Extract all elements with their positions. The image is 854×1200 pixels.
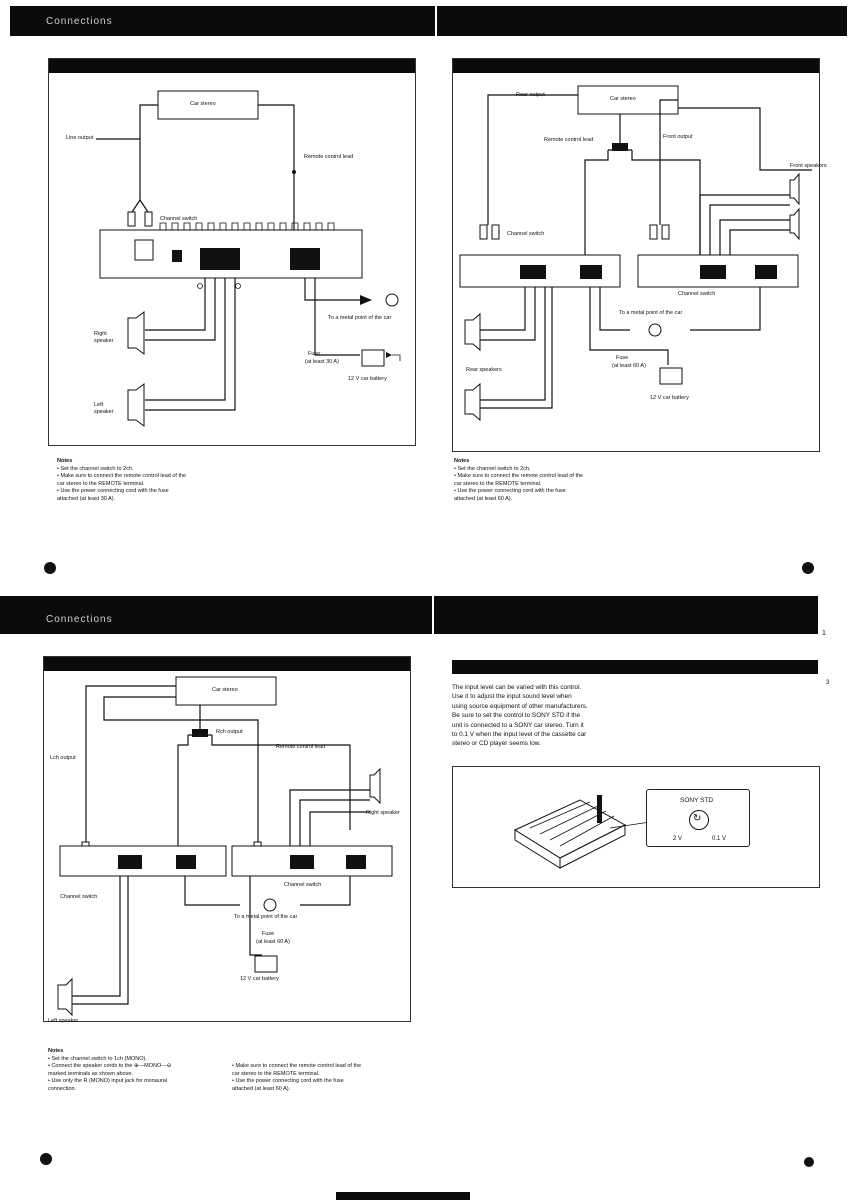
knob-max-label: 0.1 V [712, 836, 727, 842]
note-line: • Set the channel switch to 2ch. [57, 465, 134, 472]
top-left-header-bar: Connections [10, 6, 435, 36]
page-marker-dot [802, 562, 814, 574]
margin-mark: 3 [826, 680, 830, 686]
channel-switch-label: Channel switch [284, 882, 322, 888]
note-line: • Use the power connecting cord with the… [57, 488, 169, 494]
left-speaker-label: Left speaker [94, 402, 114, 415]
rch-output-label: Rch output [216, 729, 243, 735]
body-line: using source equipment of other manufact… [452, 702, 588, 710]
note-line: • Use only the R (MONO) input jack for m… [48, 1078, 167, 1084]
note-line: • Make sure to connect the remote contro… [57, 473, 187, 479]
fuse-rating-label: (at least 30 A) [305, 359, 339, 365]
note-line: car stereo to the REMOTE terminal. [454, 480, 542, 487]
lch-output-label: Lch output [50, 755, 76, 761]
section-title: Connections [46, 16, 113, 27]
fuse-rating-label: (at least 60 A) [612, 363, 646, 369]
note-line: • Use the power connecting cord with the… [232, 1078, 344, 1084]
fuse-rating-label: (at least 60 A) [256, 939, 290, 945]
level-control-illustration [452, 766, 820, 888]
notes-heading: Notes [48, 1048, 64, 1054]
bottom-right-subheader [452, 660, 818, 674]
note-line: marked terminals as shown above. [48, 1070, 133, 1077]
metal-point-label: To a metal point of the car [619, 310, 683, 316]
note-line: • Connect the speaker cords to the ⊕—MON… [48, 1063, 172, 1069]
panel-header [49, 59, 415, 73]
body-line: Use it to adjust the input sound level w… [452, 693, 572, 701]
body-line: to 0.1 V when the input level of the cas… [452, 731, 587, 739]
car-stereo-label: Car stereo [610, 96, 636, 102]
rear-speakers-label: Rear speakers [466, 367, 502, 373]
battery-label: 12 V car battery [650, 395, 689, 401]
metal-point-label: To a metal point of the car [234, 914, 298, 920]
knob-min-label: 2 V [673, 836, 683, 842]
bottom-left-notes: Notes • Set the channel switch to 1ch (M… [48, 1048, 171, 1093]
sony-std-label: SONY STD [680, 797, 714, 804]
note-line: • Set the channel switch to 1ch (MONO). [48, 1055, 147, 1062]
input-level-description: The input level can be varied with this … [452, 683, 588, 749]
note-line: attached (at least 30 A). [57, 495, 116, 502]
remote-lead-label: Remote control lead [276, 744, 326, 750]
car-stereo-label: Car stereo [212, 687, 238, 693]
note-line: • Make sure to connect the remote contro… [232, 1063, 362, 1069]
right-speaker-label: Right speaker [366, 810, 400, 816]
body-line: The input level can be varied with this … [452, 684, 582, 691]
notes-heading: Notes [57, 458, 73, 464]
page-marker-dot [44, 562, 56, 574]
channel-switch-label: Channel switch [678, 291, 716, 297]
bottom-left-notes-continued: • Make sure to connect the remote contro… [232, 1063, 361, 1093]
top-right-header-bar [437, 6, 847, 36]
panel-header [453, 59, 819, 73]
rear-output-label: Rear output [516, 92, 545, 98]
margin-mark: 1 [822, 630, 826, 637]
bottom-edge-tab [336, 1192, 470, 1200]
fuse-label: Fuse [616, 355, 629, 361]
note-line: car stereo to the REMOTE terminal. [57, 480, 145, 487]
knob-arrow-icon: ↻ [693, 813, 702, 824]
note-line: • Make sure to connect the remote contro… [454, 473, 584, 479]
panel-header [44, 657, 410, 671]
note-line: • Set the channel switch to 2ch. [454, 465, 531, 472]
note-line: • Use the power connecting cord with the… [454, 488, 566, 494]
page-marker-dot [40, 1153, 52, 1165]
note-line: attached (at least 60 A). [232, 1085, 291, 1092]
body-line: stereo or CD player seems low. [452, 740, 541, 748]
top-right-notes: Notes • Set the channel switch to 2ch. •… [454, 458, 583, 503]
remote-lead-label: Remote control lead [304, 154, 354, 160]
channel-switch-label: Channel switch [60, 894, 98, 900]
notes-heading: Notes [454, 458, 470, 464]
fuse-label: Fuse [262, 931, 275, 937]
metal-point-label: To a metal point of the car [328, 315, 392, 321]
note-line: attached (at least 60 A). [454, 495, 513, 502]
page-marker-dot [804, 1157, 814, 1167]
note-line: car stereo to the REMOTE terminal. [232, 1070, 320, 1077]
section-title: Connections [46, 614, 113, 625]
fuse-label: Fuse [308, 351, 321, 357]
battery-label: 12 V car battery [348, 376, 387, 382]
body-line: Be sure to set the control to SONY STD i… [452, 712, 581, 720]
battery-label: 12 V car battery [240, 976, 279, 982]
left-speaker-label: Left speaker [48, 1018, 79, 1024]
body-line: unit is connected to a SONY car stereo. … [452, 721, 584, 729]
line-output-label: Line output [66, 135, 94, 141]
remote-lead-label: Remote control lead [544, 137, 594, 143]
right-speaker-label: Right speaker [94, 331, 114, 344]
channel-switch-label: Channel switch [507, 231, 545, 237]
front-speakers-label: Front speakers [790, 163, 827, 169]
top-left-notes: Notes • Set the channel switch to 2ch. •… [57, 458, 186, 503]
front-output-label: Front output [663, 134, 693, 140]
bottom-right-header-bar [434, 596, 818, 634]
input-level-knob[interactable]: ↻ [689, 810, 709, 830]
car-stereo-label: Car stereo [190, 101, 216, 107]
bottom-left-header-bar: Connections [0, 596, 432, 634]
note-line: connection. [48, 1085, 77, 1092]
channel-switch-label: Channel switch [160, 216, 198, 222]
